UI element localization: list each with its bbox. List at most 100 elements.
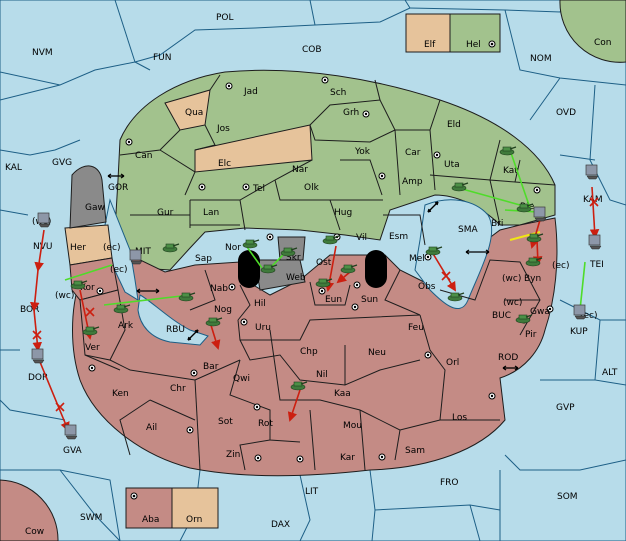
label-sma: SMA — [458, 225, 478, 235]
inner-sea-sma — [414, 199, 493, 309]
label-nar: Nar — [292, 165, 308, 175]
label-gaw: Gaw — [85, 203, 105, 213]
label-gwa: Gwa — [530, 307, 550, 317]
label-alt: ALT — [602, 368, 618, 378]
fleet-unit — [31, 348, 45, 364]
fleet-unit — [129, 249, 143, 265]
territory-cow[interactable] — [0, 479, 59, 541]
label-ail: Ail — [146, 423, 157, 433]
coast-tag-ec: (ec) — [552, 261, 570, 271]
label-elc: Elc — [218, 159, 231, 169]
label-mou: Mou — [343, 421, 362, 431]
label-jos: Jos — [216, 124, 230, 134]
label-qua: Qua — [185, 108, 203, 118]
label-yok: Yok — [354, 147, 371, 157]
green-borders — [119, 74, 556, 246]
label-gvg: GVG — [52, 158, 72, 168]
coast-tag-wc: (wc) — [502, 274, 521, 284]
label-gva: GVA — [63, 446, 83, 456]
label-dax: DAX — [271, 520, 290, 530]
label-hil: Hil — [254, 299, 266, 309]
label-lan: Lan — [203, 208, 219, 218]
label-grh: Grh — [343, 108, 359, 118]
label-bor: BOR — [20, 305, 39, 315]
label-nab: Nab — [210, 284, 228, 294]
legend-bottom: Aba Orn — [125, 487, 219, 529]
canal-east — [365, 250, 387, 288]
label-car: Car — [405, 148, 421, 158]
label-nog: Nog — [214, 305, 232, 315]
label-pol: POL — [216, 13, 234, 23]
coast-tag-wc: (wc) — [55, 291, 74, 301]
label-gur: Gur — [157, 208, 174, 218]
label-web: Web — [286, 273, 306, 283]
label-nvu: NVU — [33, 242, 52, 252]
fleet-unit — [573, 304, 587, 320]
coast-tag-ec: (ec) — [580, 311, 598, 321]
canal-west — [238, 250, 260, 288]
label-tel: Tel — [252, 184, 265, 194]
label-jad: Jad — [243, 87, 258, 97]
label-ovd: OVD — [556, 108, 576, 118]
label-uta: Uta — [444, 160, 460, 170]
coast-tag-wc: (wc) — [503, 298, 522, 308]
label-her: Her — [70, 243, 86, 253]
label-ark: Ark — [118, 321, 134, 331]
label-fro: FRO — [440, 478, 459, 488]
fleet-unit — [588, 234, 602, 250]
label-qwi: Qwi — [233, 374, 250, 384]
label-kal: KAL — [5, 163, 22, 173]
territory-ver[interactable] — [79, 289, 126, 361]
red-landmass — [72, 217, 558, 477]
label-uru: Uru — [255, 323, 271, 333]
label-zin: Zin — [226, 450, 240, 460]
label-sam: Sam — [405, 446, 425, 456]
label-dor: DOR — [28, 373, 48, 383]
green-landmass — [114, 69, 556, 271]
passage-arrows — [107, 173, 519, 371]
label-skr: Skr — [286, 253, 301, 263]
territory-label-elf: Elf — [424, 40, 436, 50]
label-los: Los — [452, 413, 467, 423]
label-sch: Sch — [330, 88, 346, 98]
label-rod: ROD — [498, 353, 518, 363]
label-cow: Cow — [25, 527, 44, 537]
label-orl: Orl — [446, 358, 459, 368]
label-chp: Chp — [300, 347, 318, 357]
label-pir: Pir — [525, 330, 537, 340]
label-kor: Kor — [80, 283, 95, 293]
territory-label-orn: Orn — [186, 515, 202, 525]
label-lit: LIT — [305, 487, 319, 497]
inner-sea-rbu — [137, 294, 209, 346]
territory-label-aba: Aba — [142, 515, 159, 525]
label-ver: Ver — [85, 343, 100, 353]
label-eun: Eun — [325, 295, 342, 305]
label-nor: Nor — [225, 243, 241, 253]
failed-order-markers — [32, 197, 599, 412]
label-neu: Neu — [368, 348, 386, 358]
label-sot: Sot — [218, 417, 233, 427]
label-gor: GOR — [108, 183, 128, 193]
label-chr: Chr — [170, 384, 186, 394]
label-rbu: RBU — [166, 325, 185, 335]
label-bar: Bar — [203, 362, 219, 372]
label-ost: Ost — [316, 258, 332, 268]
label-sun: Sun — [361, 295, 378, 305]
fleet-unit — [533, 206, 547, 222]
label-cob: COB — [302, 45, 322, 55]
label-rot: Rot — [258, 419, 273, 429]
label-kup: KUP — [570, 327, 588, 337]
label-tei: TEI — [589, 260, 604, 270]
label-hug: Hug — [334, 208, 352, 218]
label-mel: Mel — [409, 254, 425, 264]
label-byn: Byn — [524, 274, 541, 284]
label-fun: FUN — [153, 53, 172, 63]
label-can: Can — [135, 151, 153, 161]
territory-gaw[interactable] — [69, 165, 107, 229]
label-kar: Kar — [340, 453, 355, 463]
coast-tag-ec: (ec) — [103, 243, 121, 253]
territory-con[interactable] — [559, 0, 626, 63]
label-amp: Amp — [402, 177, 423, 187]
